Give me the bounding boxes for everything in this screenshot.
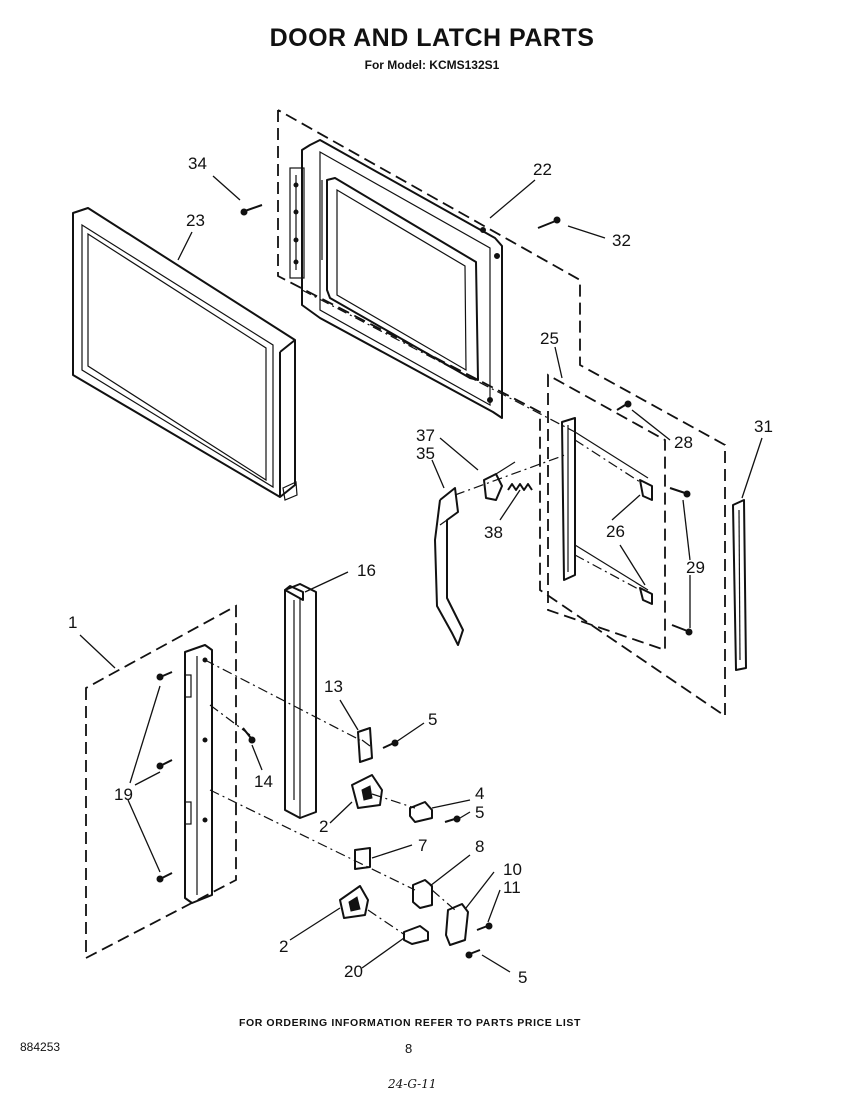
callout-26: 26 (606, 522, 625, 541)
part-20-switch (403, 925, 429, 945)
ordering-note: FOR ORDERING INFORMATION REFER TO PARTS … (238, 1017, 582, 1029)
part-2-switch-upper (351, 774, 383, 809)
part-34-screw (240, 204, 263, 216)
callout-5-lower: 5 (518, 968, 527, 987)
part-32-screw (537, 216, 561, 229)
document-number: 884253 (20, 1040, 61, 1054)
callout-34: 34 (188, 154, 207, 173)
part-4-switch (409, 801, 433, 823)
callout-37: 37 (416, 426, 435, 445)
part-23-door-frame (72, 207, 298, 501)
page-number: 8 (405, 1041, 413, 1056)
callout-22: 22 (533, 160, 552, 179)
part-22-door-panel (289, 139, 503, 419)
part-5-screw-a (382, 739, 399, 749)
page-title: DOOR AND LATCH PARTS (269, 24, 595, 52)
callout-4: 4 (475, 784, 484, 803)
callout-2-upper: 2 (319, 817, 328, 836)
part-5-screw-c (465, 949, 481, 959)
callout-31: 31 (754, 417, 773, 436)
part-11-screw (476, 922, 493, 931)
callout-16: 16 (357, 561, 376, 580)
handwritten-note: 24-G-11 (388, 1077, 437, 1091)
callout-5-upper: 5 (428, 710, 437, 729)
callout-1: 1 (68, 613, 77, 632)
part-19-screw-top (156, 671, 173, 681)
alignment-lines (204, 289, 641, 936)
part-5-screw-b (444, 815, 461, 823)
callout-29: 29 (686, 558, 705, 577)
part-19-screw-bottom (156, 872, 173, 883)
part-37-latch-lever (483, 461, 516, 501)
part-14-screw (242, 727, 256, 744)
part-7-insulator (354, 847, 371, 870)
callout-2-lower: 2 (279, 937, 288, 956)
callout-38: 38 (484, 523, 503, 542)
part-16-interlock-bracket (284, 583, 317, 819)
part-35-latch-hook (434, 487, 464, 646)
callout-35: 35 (416, 444, 435, 463)
part-31-choke-strip (732, 499, 747, 671)
callout-8: 8 (475, 837, 484, 856)
callout-19: 19 (114, 785, 133, 804)
leader-lines (79, 175, 763, 973)
callout-23: 23 (186, 211, 205, 230)
hinge-assembly-group-outline (85, 604, 237, 960)
part-25-latch-plate (561, 417, 653, 605)
part-28-screw (616, 400, 632, 411)
model-subtitle: For Model: KCMS132S1 (364, 58, 500, 72)
part-29-screw-upper (669, 487, 691, 498)
callout-20: 20 (344, 962, 363, 981)
latch-assembly-group-outline (547, 373, 666, 652)
callout-11: 11 (503, 878, 521, 897)
callout-7: 7 (418, 836, 427, 855)
part-13-actuator (357, 727, 373, 763)
part-1-hinge-plate (184, 644, 213, 904)
door-assembly-group-outline (277, 109, 726, 718)
callout-13: 13 (324, 677, 343, 696)
callout-14: 14 (254, 772, 273, 791)
part-19-screw-middle (156, 759, 173, 770)
callout-5-middle: 5 (475, 803, 484, 822)
callout-32: 32 (612, 231, 631, 250)
callout-25: 25 (540, 329, 559, 348)
part-2-switch-lower (339, 885, 369, 919)
part-8-switch (412, 879, 433, 909)
callout-10: 10 (503, 860, 522, 879)
part-29-screw-lower (671, 624, 693, 636)
part-10-bracket (445, 903, 469, 946)
callout-28: 28 (674, 433, 693, 452)
part-38-spring (507, 483, 533, 491)
